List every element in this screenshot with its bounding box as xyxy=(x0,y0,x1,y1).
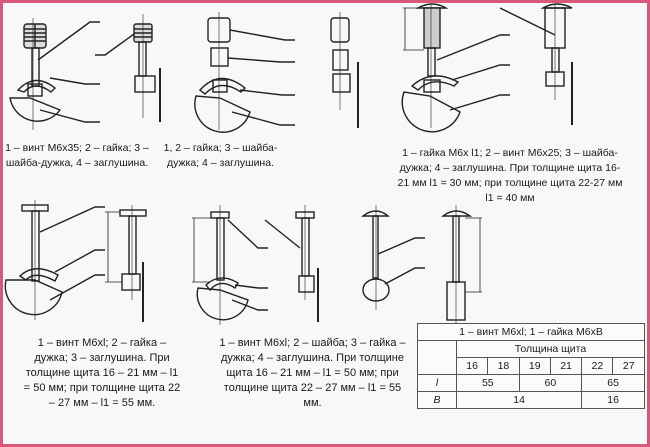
table-row: B 14 16 xyxy=(417,391,645,409)
figure-1-drawing xyxy=(9,18,100,130)
table-cell: 65 xyxy=(581,374,645,392)
table-row: l 55 60 65 xyxy=(417,374,645,392)
figure-6-drawing xyxy=(499,3,573,125)
thickness-cell: 19 xyxy=(518,357,551,375)
figure-4-caption: 1 – винт М6хl; 2 – гайка – дужка; 3 – за… xyxy=(23,337,181,409)
thickness-cell: 18 xyxy=(487,357,520,375)
thickness-cell: 27 xyxy=(612,357,645,375)
row-label: l xyxy=(417,374,457,392)
figure-3-caption: 1 – гайка М6х l1; 2 – винт М6х25; 3 – ша… xyxy=(397,147,623,204)
figure-3-drawing xyxy=(194,12,295,133)
figure-11-drawing xyxy=(360,205,425,310)
row-label: B xyxy=(417,391,457,409)
figure-5-caption: 1 – винт М6хl; 2 – шайба; 3 – гайка – ду… xyxy=(219,337,406,409)
figure-10-drawing xyxy=(264,205,319,322)
figure-4-drawing xyxy=(330,12,359,128)
table-cell: 60 xyxy=(518,374,583,392)
figure-12-drawing xyxy=(440,205,482,330)
figure-2-drawing xyxy=(95,14,161,122)
table-cell: 55 xyxy=(456,374,520,392)
figure-1-caption: 1 – винт М6х35; 2 – гайка; 3 – шайба-дуж… xyxy=(5,142,149,169)
table-title: 1 – винт М6хl; 1 – гайка М6хВ xyxy=(417,323,645,341)
figure-8-drawing xyxy=(105,205,147,322)
figure-5-drawing xyxy=(401,3,510,133)
figure-2-caption: 1, 2 – гайка; 3 – шайба-дужка; 4 – заглу… xyxy=(163,142,278,169)
table-cell: 14 xyxy=(455,391,583,409)
thickness-cell: 16 xyxy=(455,357,489,375)
table-group-header: Толщина щита xyxy=(456,340,645,358)
figure-7-drawing xyxy=(4,200,105,320)
thickness-cell: 21 xyxy=(549,357,583,375)
dimensions-table: 1 – винт М6хl; 1 – гайка М6хВ Толщина щи… xyxy=(417,323,645,409)
figure-9-drawing xyxy=(192,205,268,325)
thickness-cell: 22 xyxy=(581,357,614,375)
table-cell: 16 xyxy=(581,391,645,409)
